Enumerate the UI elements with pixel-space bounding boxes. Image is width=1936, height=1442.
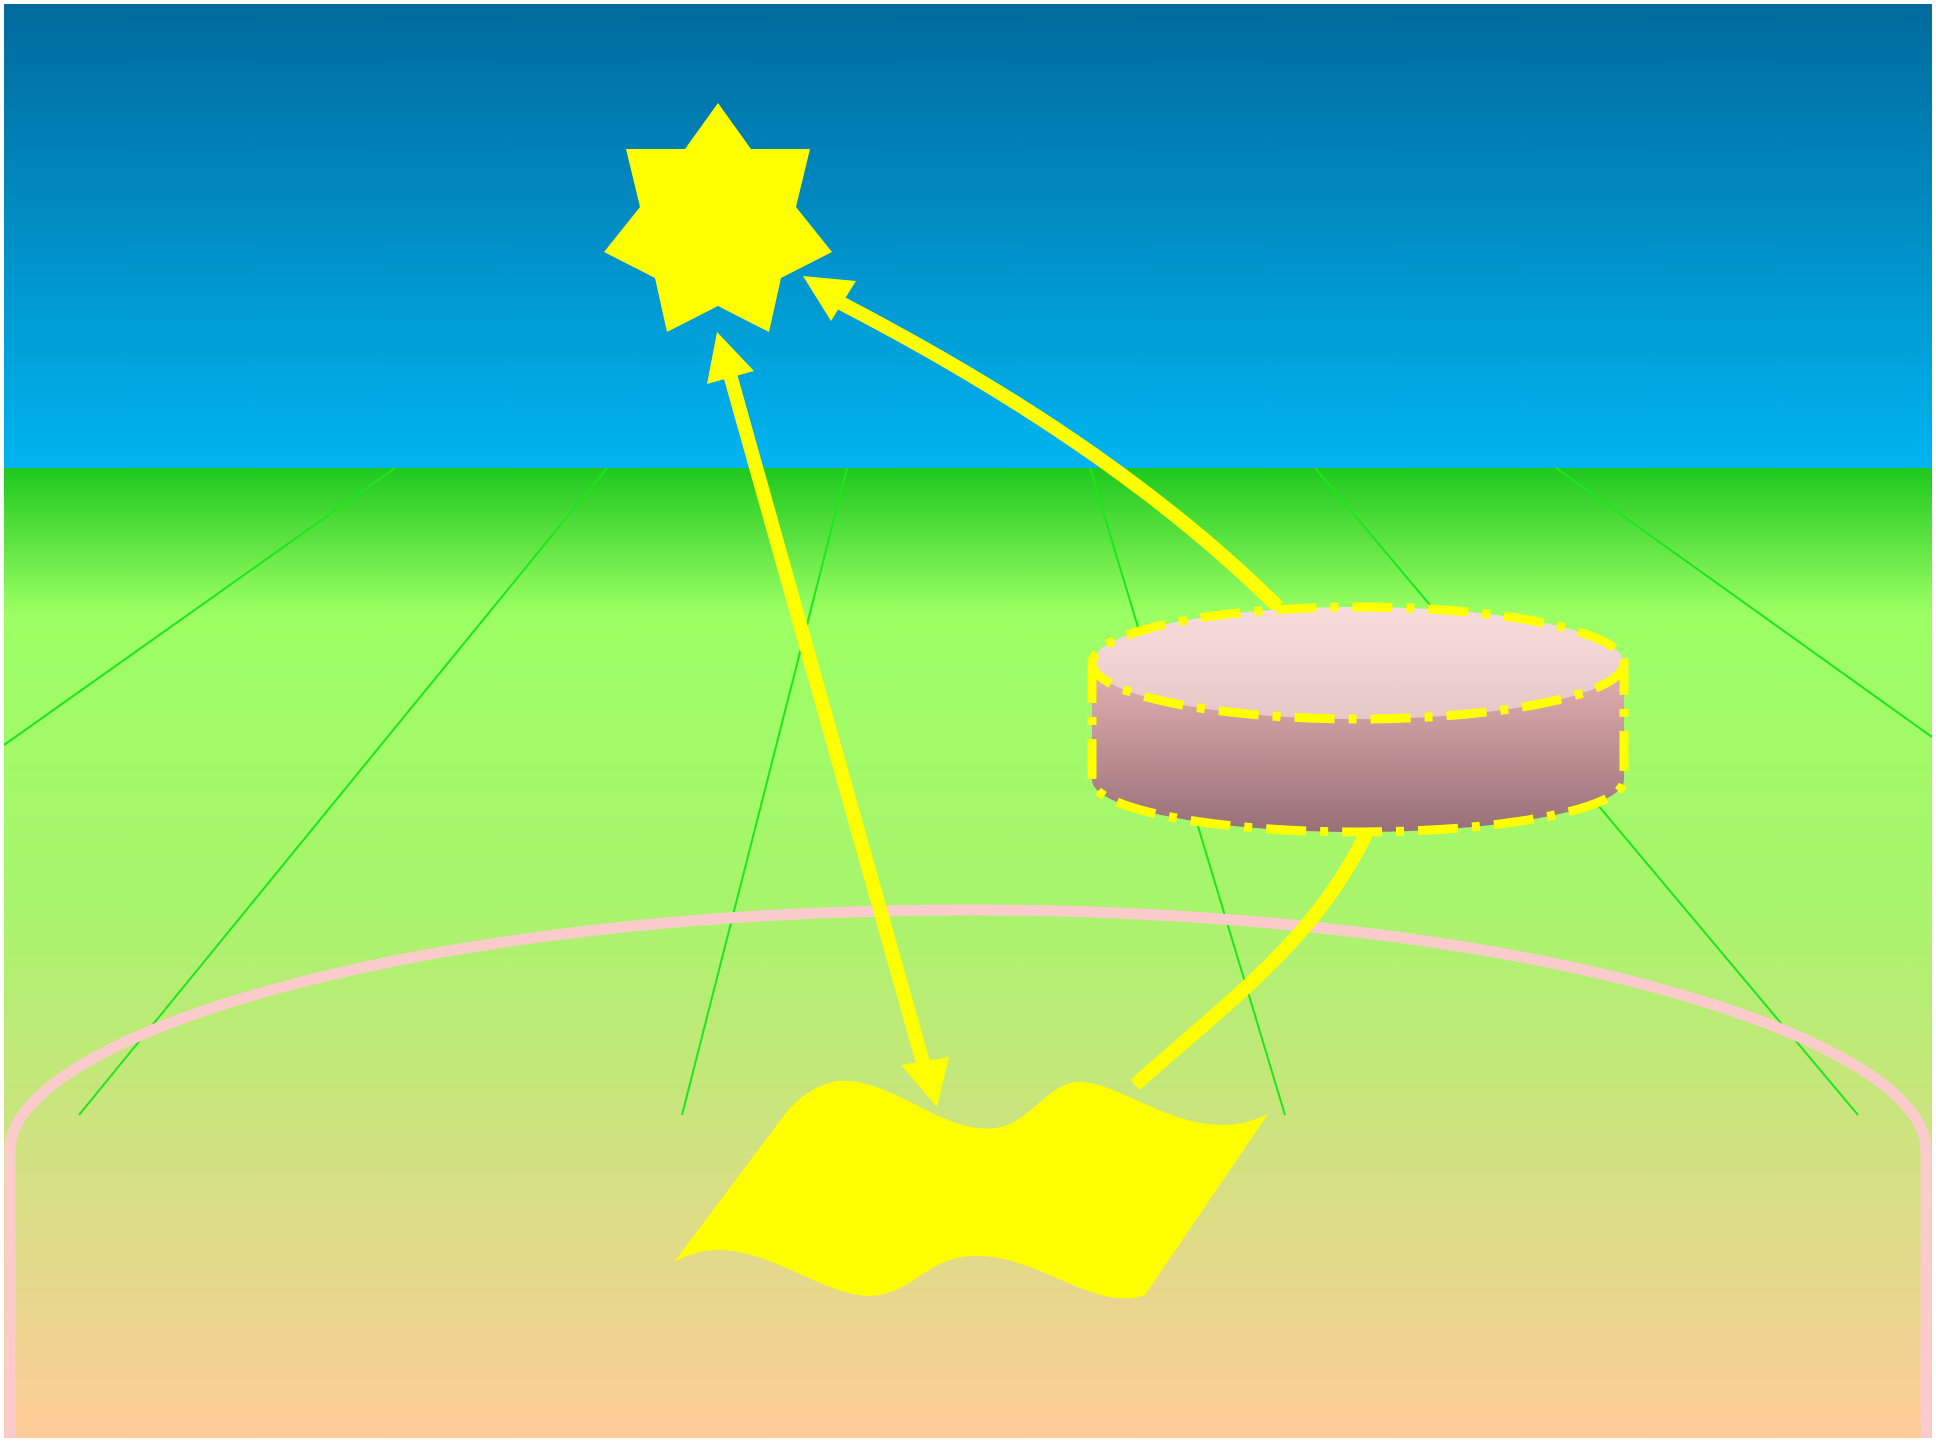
cylinder — [1092, 607, 1624, 832]
sky-background — [4, 4, 1932, 468]
ground-plane — [4, 468, 1932, 1438]
